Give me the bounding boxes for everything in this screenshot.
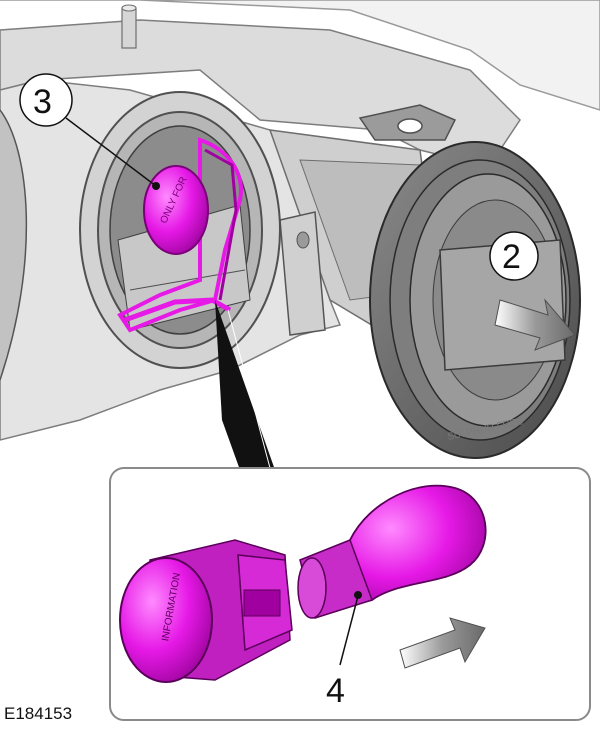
callout-3: 3 [19,73,157,187]
callout-3-label: 3 [33,83,52,121]
callout-2-label: 2 [502,238,521,276]
pull-direction-arrow-lower [399,617,486,669]
bulb-holder-highlight: ONLY FOR [117,137,243,333]
light-bulb [297,484,487,619]
rubber-dust-cap: SULPHUR FREE [369,141,581,459]
figure-id: E184153 [4,704,73,723]
callout-2: 2 [489,231,539,281]
pull-direction-arrow-upper [494,298,576,351]
callout-4-label: 4 [326,672,345,710]
bulb-holder: INFORMATION [119,539,293,683]
inset-pointer [215,300,275,470]
callout-4: 4 [326,595,359,710]
